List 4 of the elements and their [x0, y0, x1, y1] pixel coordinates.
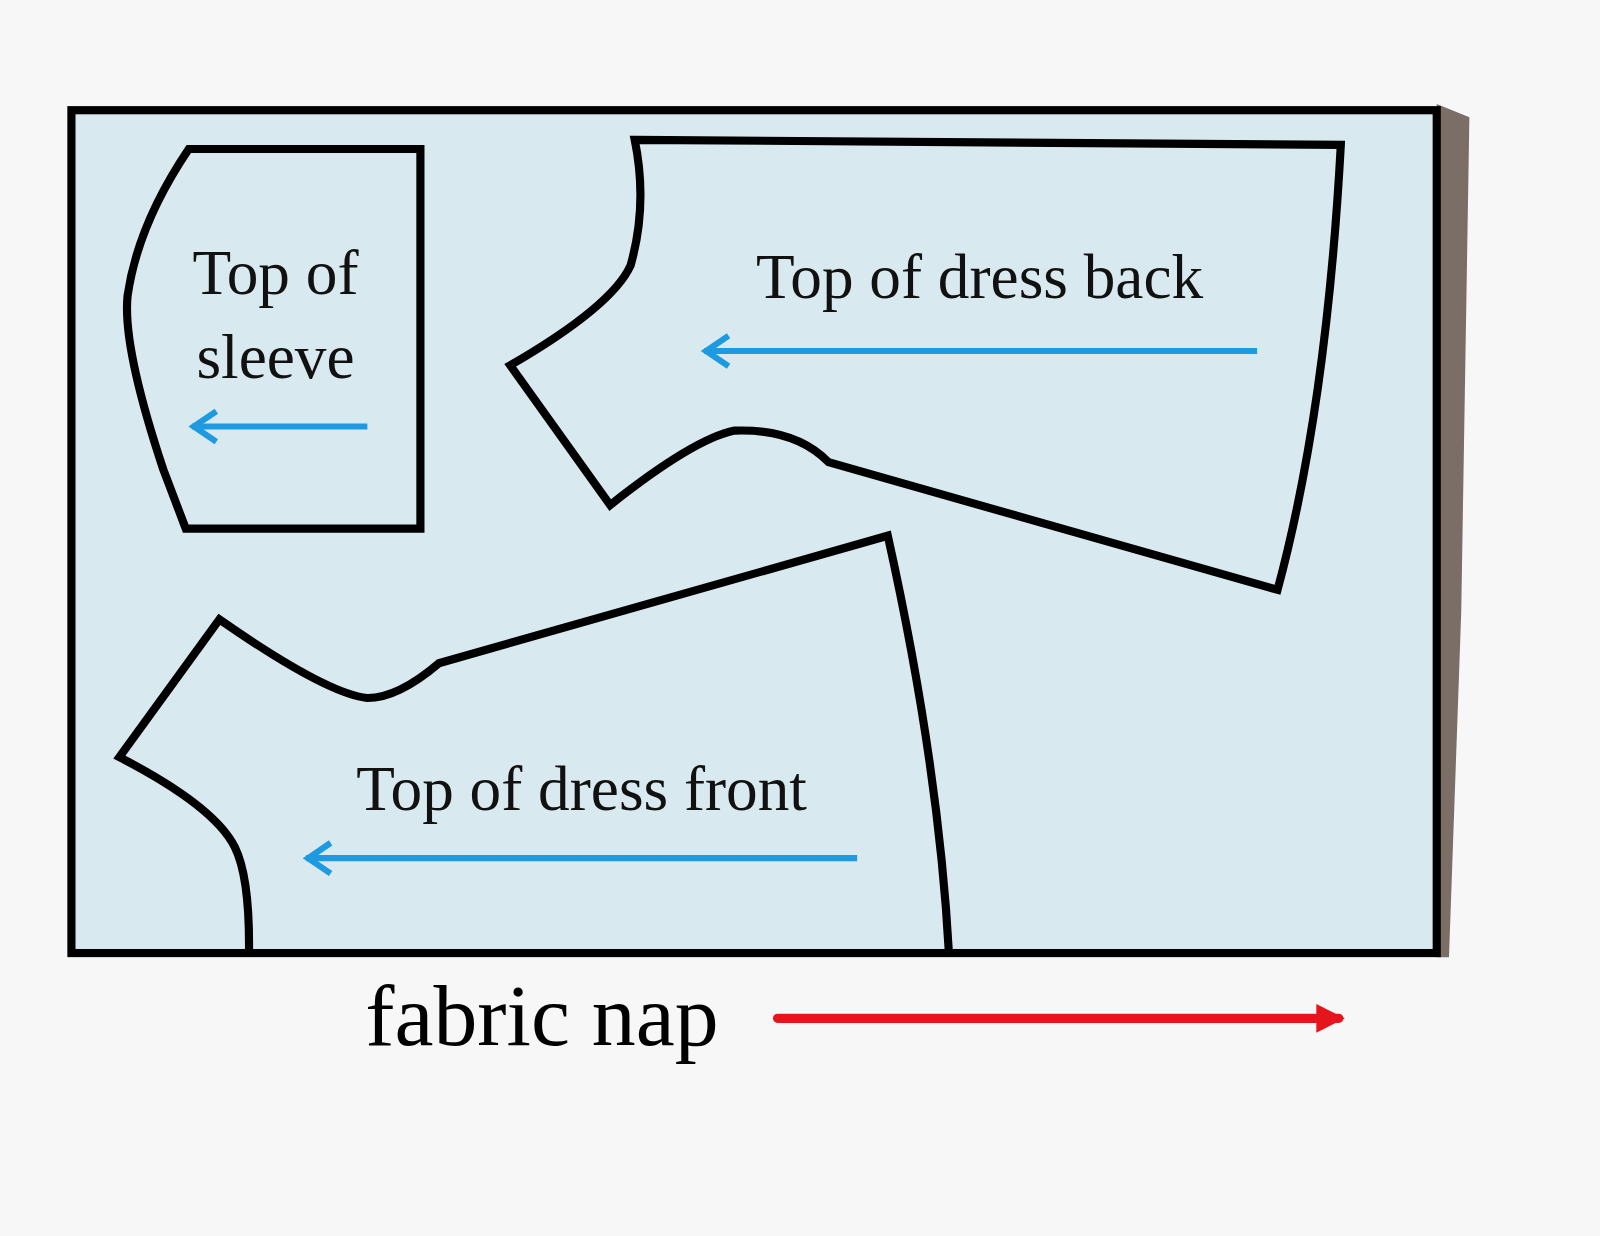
nap-label: fabric nap [365, 969, 719, 1062]
piece-label: Top of dress front [355, 753, 808, 826]
piece-label: Top of sleeve [191, 236, 360, 393]
piece-label: Top of dress back [755, 240, 1205, 314]
